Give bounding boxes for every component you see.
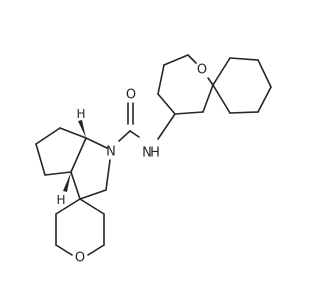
cyclohexane-bond-2 [229,57,259,61]
stereo-hydrogen-upper-label: H [76,107,85,121]
cyclohexane-bond-6 [212,84,231,114]
cyclopentane-bond-3 [35,143,46,176]
ring-bond-5 [207,77,214,86]
oxane-bond-6 [79,198,105,215]
ring-bond-4 [187,54,197,64]
cyclohexane-bond-4 [257,86,272,113]
oxane-ring [55,198,105,256]
bicyclic-core [35,120,111,200]
bond-n1-c5 [105,159,111,191]
bond-c5-spiro [79,189,107,200]
molecule-canvas: O N H N O O H H [35,54,272,266]
oxane-bond-4 [87,244,105,256]
cyclopentane-bond-2 [35,127,61,145]
cyclohexane-bond-3 [257,59,272,88]
amide-nitrogen-label: N [142,146,152,161]
oxane-bond-3 [55,244,73,256]
spiro-ring-oxygen-label: O [197,63,207,78]
cyclopentane-bond-4 [44,171,72,176]
carbonyl-oxygen-label: O [126,88,136,103]
ring-bond-7 [174,111,204,115]
stereo-wedge-lower [63,172,71,192]
ring-bond-2 [157,64,165,95]
bond-c2-c1 [70,137,87,173]
amide-group [118,102,176,142]
stereo-hydrogen-lower-label: H [56,193,65,207]
cyclohexane-bond-5 [229,111,259,114]
bond-nh-ring [157,113,176,140]
oxane-oxygen-label: O [75,251,85,266]
bond-n1-c1 [85,137,108,149]
cyclopentane-bond-1 [59,127,87,139]
ring-bond-6 [202,84,214,113]
cyclohexane-bond-1 [212,57,231,86]
pyrrolidine-nitrogen-label: N [106,145,116,160]
oxaspiro-ring-system [157,54,272,115]
ring-bond-1 [157,93,176,115]
atom-labels: O N H N O O H H [56,63,207,266]
amide-hydrogen-label: H [150,146,160,161]
stereo-wedge-upper [78,120,86,138]
molecule-structure: O N H N O O H H [35,54,272,266]
ring-bond-3 [163,54,189,66]
bond-carbonyl-nh [129,130,140,138]
bond-spiro-c2 [70,171,81,200]
oxane-bond-1 [55,198,81,215]
bond-carbonyl-n1 [118,130,131,142]
